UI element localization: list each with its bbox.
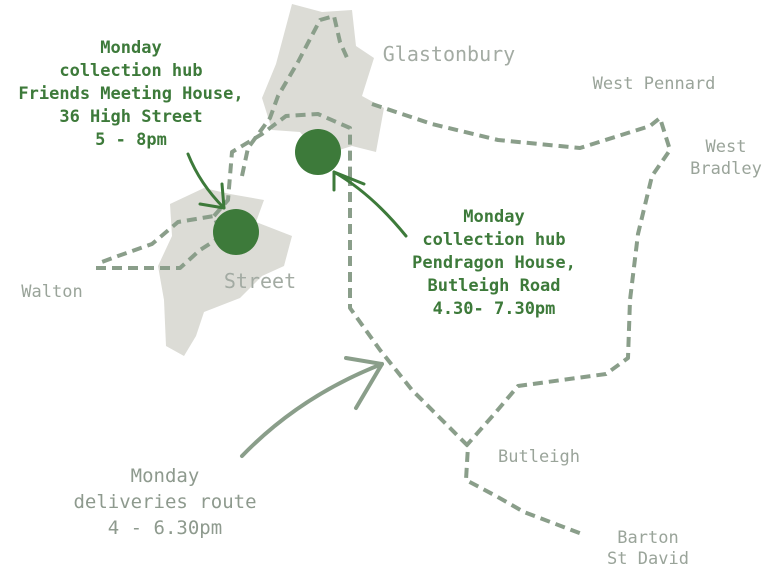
- place-label-west-pennard: West Pennard: [593, 74, 716, 94]
- hub-street-line: 36 High Street: [59, 107, 202, 127]
- place-label-west-bradley-2: Bradley: [690, 159, 762, 179]
- hub-marker-glastonbury[interactable]: [295, 129, 341, 175]
- hub-street-line: Friends Meeting House,: [18, 84, 243, 104]
- hub-glastonbury-line: Pendragon House,: [412, 253, 576, 273]
- route-street-glastonbury: [212, 112, 352, 218]
- hub-street-arrow: [186, 152, 226, 210]
- hub-glastonbury-line: Butleigh Road: [427, 276, 560, 296]
- place-label-barton-st-david-1: Barton: [617, 528, 678, 548]
- hub-street-line: Monday: [100, 38, 161, 58]
- hub-glastonbury-line: collection hub: [422, 230, 565, 250]
- delivery-note: Monday deliveries route 4 - 6.30pm: [73, 465, 256, 539]
- hub-street-annotation: Monday collection hub Friends Meeting Ho…: [18, 38, 243, 150]
- hub-glastonbury-line: Monday: [463, 207, 524, 227]
- hub-street-line: collection hub: [59, 61, 202, 81]
- hub-marker-street[interactable]: [213, 209, 259, 255]
- place-label-walton: Walton: [21, 282, 82, 302]
- route-glastonbury-south: [348, 176, 583, 536]
- delivery-note-line: 4 - 6.30pm: [108, 517, 222, 539]
- place-label-barton-st-david-2: St David: [607, 549, 689, 567]
- hub-street-line: 5 - 8pm: [95, 130, 167, 150]
- hub-glastonbury-line: 4.30- 7.30pm: [433, 299, 556, 319]
- hub-glastonbury-annotation: Monday collection hub Pendragon House, B…: [412, 207, 576, 319]
- delivery-route: [96, 14, 672, 536]
- town-label-street: Street: [224, 269, 296, 293]
- delivery-note-line: Monday: [131, 465, 200, 487]
- delivery-note-line: deliveries route: [73, 491, 256, 513]
- place-label-west-bradley-1: West: [706, 137, 747, 157]
- route-glastonbury-north: [240, 14, 350, 177]
- town-label-glastonbury: Glastonbury: [383, 42, 515, 66]
- glastonbury-area: [262, 4, 384, 156]
- place-label-butleigh: Butleigh: [498, 447, 580, 467]
- hub-glastonbury-arrow: [332, 170, 408, 238]
- delivery-note-arrow: [240, 356, 384, 458]
